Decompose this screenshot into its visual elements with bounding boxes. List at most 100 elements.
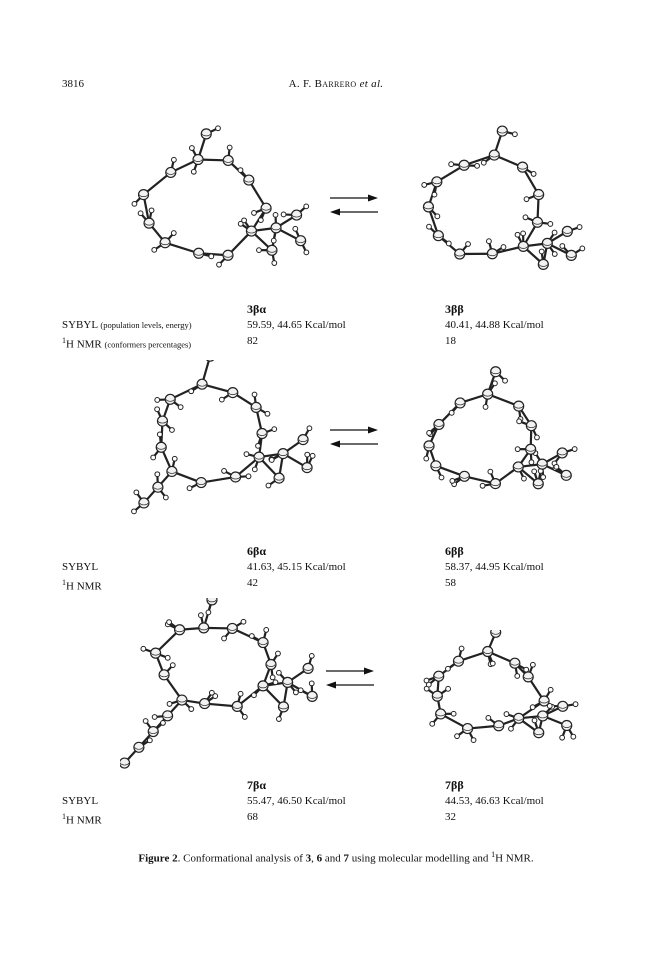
- atom-shading: [134, 747, 144, 750]
- carbon-atom: [222, 154, 234, 167]
- atom-shading: [175, 629, 184, 633]
- hydrogen-atom: [529, 661, 536, 668]
- page-number: 3816: [62, 78, 84, 90]
- hydrogen-atom: [215, 125, 221, 132]
- bond: [142, 171, 172, 196]
- hydrogen-atom: [426, 430, 433, 436]
- hydrogen-atom: [140, 645, 147, 652]
- hydrogen-atom: [169, 427, 175, 433]
- hydrogen-atom: [188, 388, 195, 395]
- hydrogen-atom: [170, 230, 177, 236]
- hydrogen-atom: [579, 245, 586, 252]
- carbon-atom: [150, 647, 162, 659]
- atom-shading: [283, 682, 292, 685]
- hydrogen-atom: [523, 196, 530, 203]
- carbon-atom: [138, 497, 150, 509]
- hydrogen-atom: [445, 685, 451, 692]
- atom-shading: [153, 487, 163, 490]
- carbon-atom: [525, 420, 537, 432]
- carbon-atom: [556, 447, 568, 459]
- atom-shading: [424, 206, 433, 210]
- hydrogen-atom: [431, 191, 438, 198]
- atom-shading: [163, 715, 172, 719]
- hydrogen-atom: [482, 404, 489, 410]
- hydrogen-atom: [445, 665, 451, 672]
- atom-shading: [527, 425, 536, 429]
- hydrogen-atom: [547, 686, 554, 693]
- atom-shading: [261, 208, 271, 211]
- equilibrium-arrows-row2: [330, 426, 378, 448]
- atom-shading: [207, 599, 217, 603]
- hydrogen-atom: [531, 468, 538, 475]
- hydrogen-atom: [146, 737, 153, 744]
- atom-shading: [139, 502, 149, 506]
- hydrogen-atom: [137, 210, 144, 217]
- hydrogen-atom: [156, 431, 163, 438]
- hydrogen-atom: [521, 475, 527, 482]
- carbon-atom: [513, 712, 525, 724]
- carbon-atom: [490, 630, 502, 638]
- hydrogen-atom: [164, 654, 171, 661]
- carbon-atom: [516, 161, 529, 173]
- atom-shading: [296, 240, 306, 244]
- hydrogen-atom: [540, 474, 547, 481]
- atom-shading: [298, 439, 308, 442]
- carbon-atom: [256, 427, 268, 440]
- carbon-atom: [229, 471, 242, 483]
- carbon-atom: [227, 386, 239, 399]
- hydrogen-atom: [309, 452, 316, 459]
- atom-shading: [514, 405, 524, 409]
- hydrogen-atom: [241, 714, 248, 720]
- hydrogen-atom: [177, 404, 184, 410]
- hydrogen-atom: [221, 468, 227, 474]
- carbon-atom: [488, 149, 500, 161]
- carbon-atom: [306, 690, 318, 702]
- carbon-atom: [561, 225, 573, 237]
- hydrogen-atom: [205, 609, 212, 616]
- hydrogen-atom: [251, 210, 257, 216]
- hydrogen-atom: [251, 466, 258, 473]
- carbon-atom: [536, 458, 548, 470]
- atom-shading: [510, 663, 520, 666]
- hydrogen-atom: [528, 459, 535, 466]
- hydrogen-atom: [221, 635, 227, 642]
- hydrogen-atom: [546, 703, 553, 709]
- carbon-atom: [176, 694, 188, 706]
- nmr-value-7ba: 68: [247, 811, 258, 823]
- compound-label-3ba: 3βα: [247, 302, 267, 316]
- molecule-7-beta-alpha: [120, 598, 318, 769]
- carbon-atom: [531, 216, 544, 228]
- hydrogen-atom: [303, 203, 310, 210]
- hydrogen-atom: [275, 650, 281, 657]
- carbon-atom: [231, 700, 243, 712]
- hydrogen-atom: [151, 246, 158, 253]
- compound-label-7bb: 7ββ: [445, 778, 464, 792]
- carbon-atom: [297, 433, 309, 446]
- atom-shading: [247, 230, 256, 234]
- hydrogen-atom: [485, 715, 492, 721]
- nmr-label-row1: 1H NMR (conformers percentages): [62, 336, 192, 351]
- hydrogen-atom: [480, 159, 487, 166]
- hydrogen-atom: [188, 145, 195, 151]
- hydrogen-atom: [280, 211, 287, 218]
- atom-shading: [513, 466, 523, 470]
- hydrogen-atom: [245, 473, 252, 480]
- hydrogen-atom: [529, 704, 536, 711]
- carbon-atom: [257, 636, 269, 649]
- molecule-3-beta-alpha: [131, 125, 310, 268]
- carbon-atom: [522, 671, 534, 683]
- carbon-atom: [561, 719, 573, 732]
- carbon-atom: [120, 757, 131, 769]
- atom-shading: [197, 384, 207, 387]
- atom-shading: [533, 483, 543, 487]
- atom-shading: [538, 264, 548, 267]
- hydrogen-atom: [547, 221, 554, 227]
- hydrogen-atom: [520, 230, 527, 237]
- atom-shading: [514, 718, 524, 721]
- atom-shading: [534, 194, 544, 197]
- carbon-atom: [195, 476, 207, 489]
- nmr-label-row3: 1H NMR: [62, 812, 102, 827]
- atom-shading: [533, 222, 542, 225]
- bond: [201, 475, 236, 484]
- sybyl-note: (population levels, energy): [100, 320, 192, 330]
